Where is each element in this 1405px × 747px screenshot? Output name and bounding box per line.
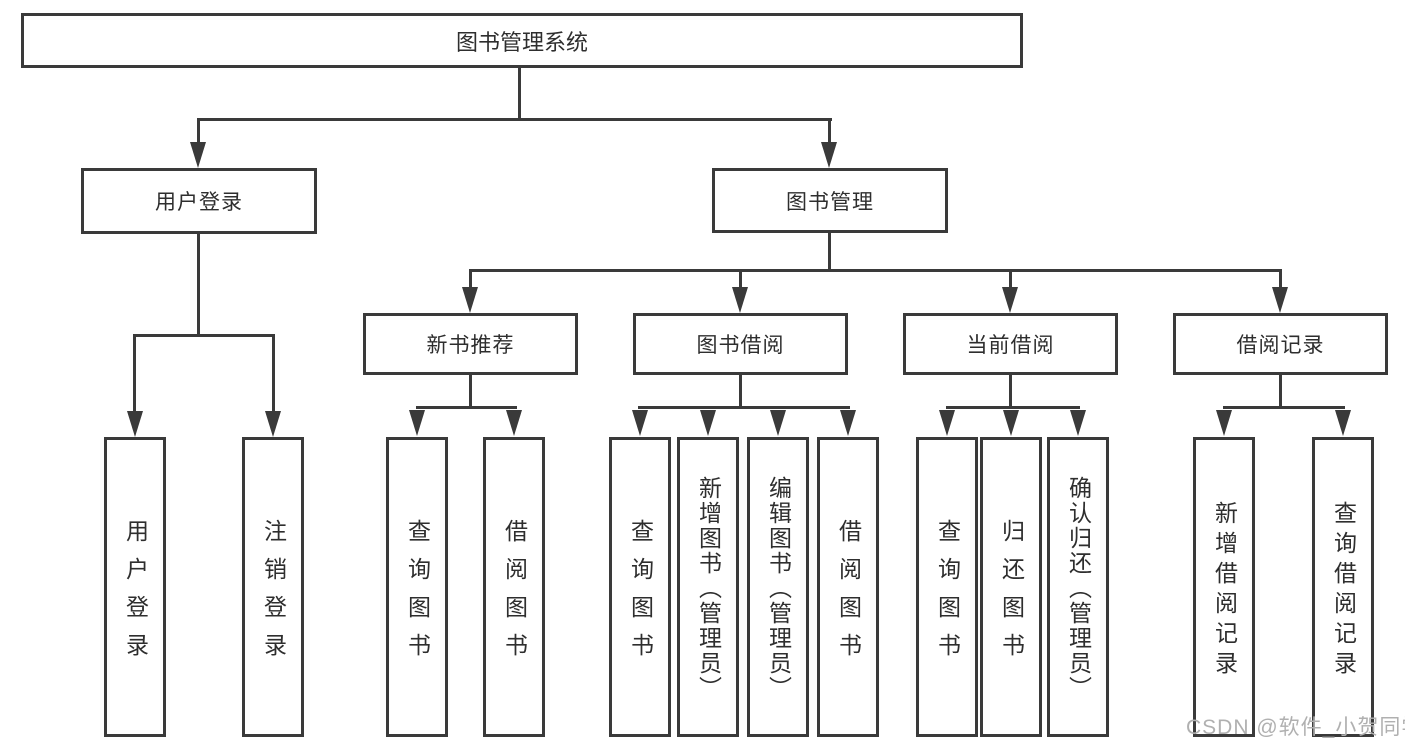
connector-level3-bus bbox=[469, 269, 1282, 272]
arrow-down-icon bbox=[1003, 410, 1019, 436]
node-label: 注销登录 bbox=[260, 518, 287, 671]
connector-stem bbox=[739, 375, 742, 409]
node-label: 借阅图书 bbox=[501, 518, 528, 671]
node-book-management: 图书管理 bbox=[712, 168, 948, 233]
node-add-books-admin: 新增图书（管理员） bbox=[677, 437, 739, 737]
arrow-down-icon bbox=[127, 411, 143, 437]
arrow-down-icon bbox=[1070, 410, 1086, 436]
arrow-down-icon bbox=[1272, 287, 1288, 313]
arrow-down-icon bbox=[1216, 410, 1232, 436]
node-query-books-borrow: 查询图书 bbox=[609, 437, 671, 737]
node-label: 查询图书 bbox=[934, 518, 961, 671]
arrow-down-icon bbox=[462, 287, 478, 313]
connector-bus bbox=[946, 406, 1080, 409]
connector-drop bbox=[739, 269, 742, 291]
connector-bus bbox=[638, 406, 850, 409]
connector-drop bbox=[1009, 269, 1012, 291]
connector-drop bbox=[1279, 269, 1282, 291]
node-borrow-books-recommend: 借阅图书 bbox=[483, 437, 545, 737]
node-label: 查询图书 bbox=[404, 518, 431, 671]
node-query-books-current: 查询图书 bbox=[916, 437, 978, 737]
connector-level2-bus bbox=[197, 118, 832, 121]
connector-user-login-drop bbox=[197, 118, 200, 146]
node-label: 查询借阅记录 bbox=[1330, 500, 1357, 681]
arrow-down-icon bbox=[732, 287, 748, 313]
node-label: 查询图书 bbox=[627, 518, 654, 671]
node-label: 图书管理 bbox=[786, 190, 874, 214]
node-label: 编辑图书（管理员） bbox=[765, 475, 792, 701]
arrow-down-icon bbox=[265, 411, 281, 437]
csdn-watermark: CSDN @软件_小贺同学 bbox=[1186, 716, 1405, 739]
node-new-book-recommend: 新书推荐 bbox=[363, 313, 578, 375]
node-label: 借阅图书 bbox=[835, 518, 862, 671]
arrow-down-icon bbox=[939, 410, 955, 436]
arrow-down-icon bbox=[1002, 287, 1018, 313]
node-user-login: 用户登录 bbox=[81, 168, 317, 234]
connector-bus bbox=[1223, 406, 1345, 409]
connector-stem bbox=[469, 375, 472, 409]
connector-stem bbox=[1009, 375, 1012, 409]
connector-book-mgmt-drop bbox=[828, 118, 831, 146]
connector-drop bbox=[133, 334, 136, 412]
node-label: 新增借阅记录 bbox=[1211, 500, 1238, 681]
node-library-system: 图书管理系统 bbox=[21, 13, 1023, 68]
node-edit-books-admin: 编辑图书（管理员） bbox=[747, 437, 809, 737]
node-label: 用户登录 bbox=[155, 191, 243, 214]
node-label: 图书管理系统 bbox=[455, 29, 588, 55]
node-return-books: 归还图书 bbox=[980, 437, 1042, 737]
connector-stem bbox=[1279, 375, 1282, 409]
arrow-down-icon bbox=[190, 142, 206, 168]
node-label: 用户登录 bbox=[122, 518, 149, 671]
connector-bus bbox=[416, 406, 517, 409]
connector-drop bbox=[272, 334, 275, 412]
arrow-down-icon bbox=[632, 410, 648, 436]
node-confirm-return-admin: 确认归还（管理员） bbox=[1047, 437, 1109, 737]
node-label: 借阅记录 bbox=[1236, 334, 1325, 357]
node-label: 确认归还（管理员） bbox=[1065, 475, 1092, 701]
node-user-login-leaf: 用户登录 bbox=[104, 437, 166, 737]
connector-user-login-bus bbox=[133, 334, 275, 337]
arrow-down-icon bbox=[770, 410, 786, 436]
arrow-down-icon bbox=[700, 410, 716, 436]
node-label: 新增图书（管理员） bbox=[695, 475, 722, 701]
node-label: 当前借阅 bbox=[966, 334, 1055, 357]
arrow-down-icon bbox=[409, 410, 425, 436]
arrow-down-icon bbox=[1335, 410, 1351, 436]
arrow-down-icon bbox=[840, 410, 856, 436]
connector-book-mgmt-stem bbox=[828, 233, 831, 272]
node-add-borrow-record: 新增借阅记录 bbox=[1193, 437, 1255, 737]
node-query-books-recommend: 查询图书 bbox=[386, 437, 448, 737]
arrow-down-icon bbox=[821, 142, 837, 168]
node-label: 图书借阅 bbox=[696, 334, 785, 357]
node-borrow-records: 借阅记录 bbox=[1173, 313, 1388, 375]
node-label: 归还图书 bbox=[998, 518, 1025, 671]
arrow-down-icon bbox=[506, 410, 522, 436]
connector-root-stem bbox=[518, 66, 521, 121]
node-book-borrowing: 图书借阅 bbox=[633, 313, 848, 375]
node-query-borrow-record: 查询借阅记录 bbox=[1312, 437, 1374, 737]
connector-user-login-stem bbox=[197, 234, 200, 336]
node-borrow-books-borrow: 借阅图书 bbox=[817, 437, 879, 737]
node-label: 新书推荐 bbox=[426, 334, 515, 357]
node-logout-leaf: 注销登录 bbox=[242, 437, 304, 737]
connector-drop bbox=[469, 269, 472, 291]
node-current-borrowing: 当前借阅 bbox=[903, 313, 1118, 375]
